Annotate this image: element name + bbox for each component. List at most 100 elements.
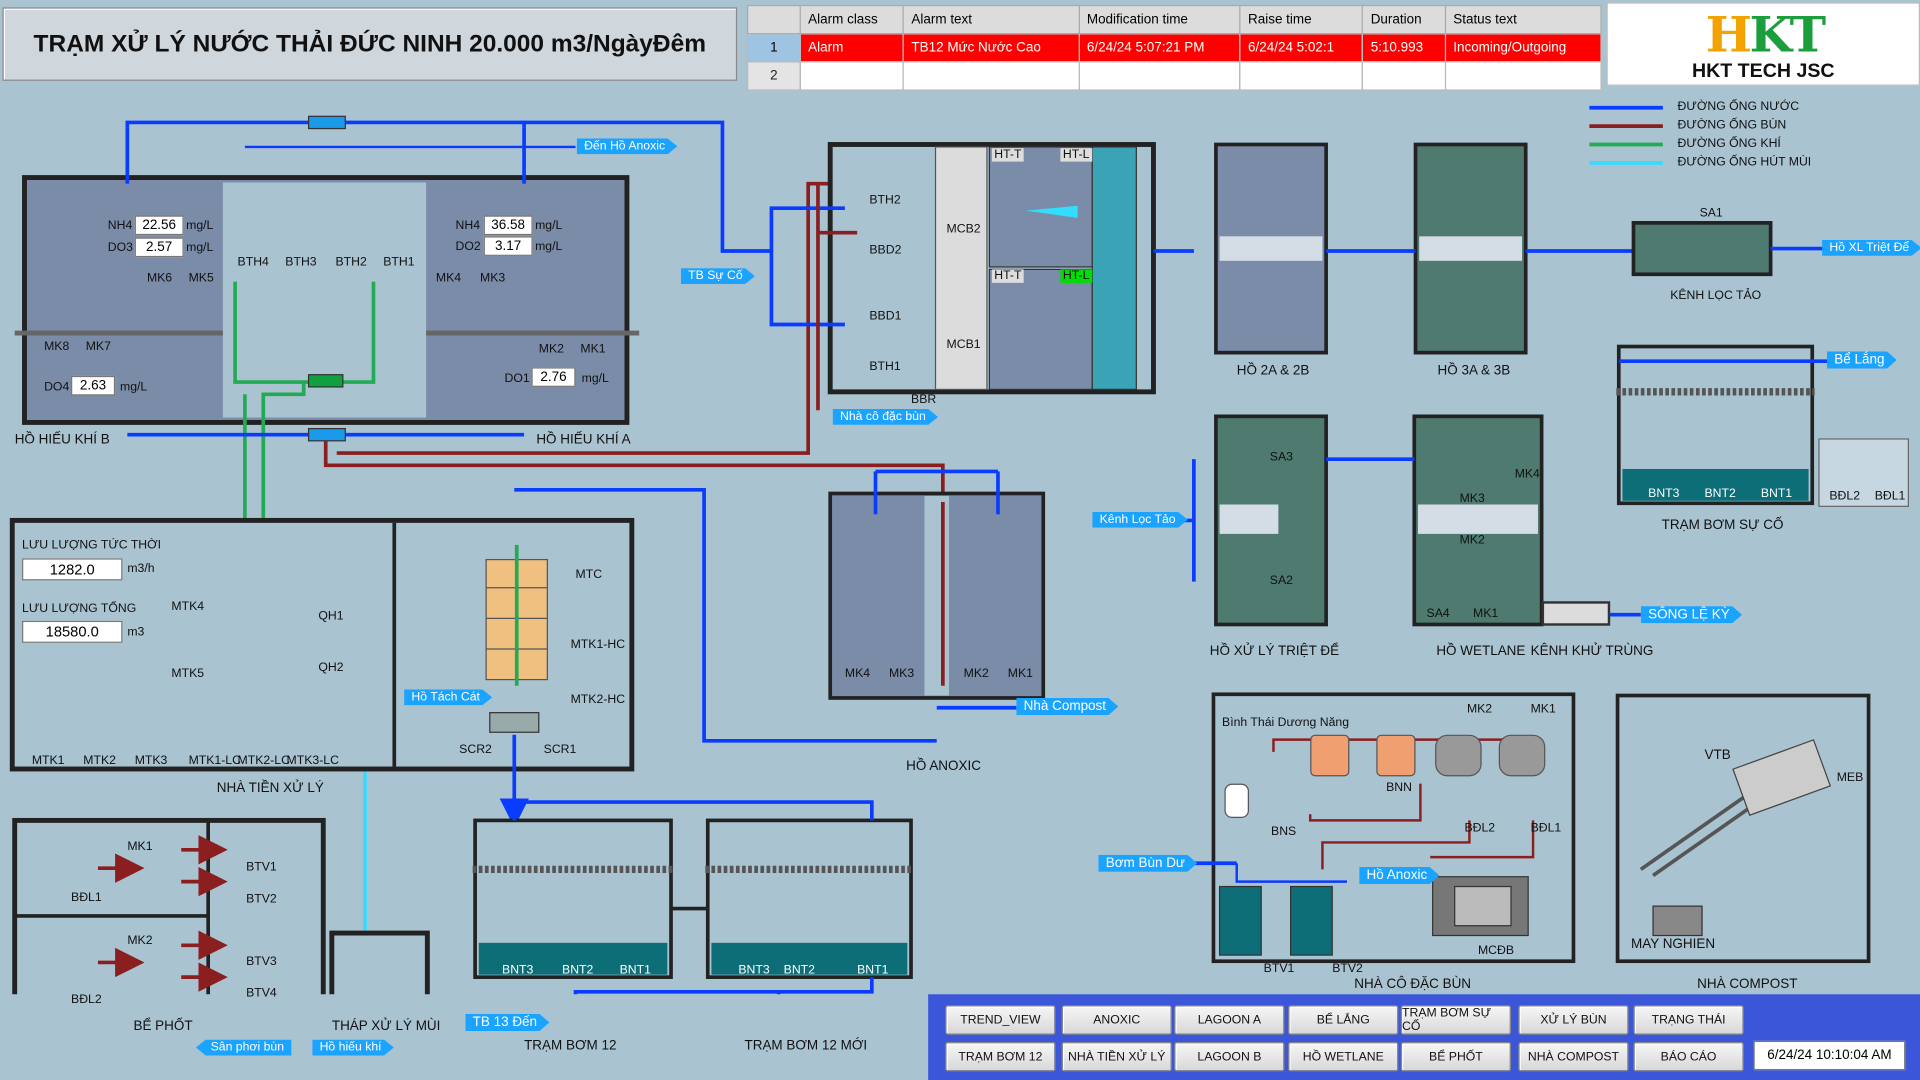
nav-bao-cao-button[interactable]: BÁO CÁO [1633, 1042, 1744, 1072]
valve-label[interactable]: BTV1 [246, 860, 277, 875]
bbr-label[interactable]: BBR [911, 393, 937, 407]
scraper-label[interactable]: MCB2 [946, 222, 981, 237]
crusher-label[interactable]: MAY NGHIEN [1631, 936, 1716, 952]
tag-bom-bun-du[interactable]: Bơm Bùn Dư [1098, 855, 1197, 872]
nav-trang-thai-button[interactable]: TRẠNG THÁI [1633, 1005, 1744, 1035]
blower-label[interactable]: MTK1-LC [188, 754, 241, 768]
bnn-label[interactable]: BNN [1386, 781, 1412, 795]
tag-ho-hieu-khi[interactable]: Hồ hiếu khí [312, 1040, 394, 1056]
aerator-label[interactable]: SA4 [1426, 607, 1450, 621]
pump-label[interactable]: BTH1 [383, 255, 415, 270]
blower-label[interactable]: MTK3-LC [286, 754, 339, 768]
mixer-label[interactable]: MK2 [963, 667, 989, 681]
tag-to-anoxic[interactable]: Đến Hồ Anoxic [577, 138, 678, 154]
blower-label[interactable]: MTK4 [171, 600, 205, 614]
mixer-label[interactable]: MK1 [1530, 702, 1556, 717]
pump-label[interactable]: BĐL2 [1829, 489, 1861, 504]
mixer-label[interactable]: MK2 [127, 934, 153, 948]
vtb-label[interactable]: VTB [1704, 748, 1731, 763]
tag-be-lang[interactable]: Bể Lắng [1827, 351, 1897, 368]
alarm-table[interactable]: Alarm class Alarm text Modification time… [746, 4, 1602, 91]
tag-nha-co-dac-bun[interactable]: Nhà cô đặc bùn [833, 409, 938, 425]
nav-lagoon-a-button[interactable]: LAGOON A [1174, 1005, 1285, 1035]
mixer-label[interactable]: MK2 [1459, 533, 1485, 548]
nav-be-phot-button[interactable]: BỂ PHỐT [1400, 1042, 1512, 1072]
valve-label[interactable]: BTV3 [246, 955, 277, 969]
valve-label[interactable]: BTV2 [1332, 962, 1363, 976]
pump-label[interactable]: BNT1 [1760, 487, 1793, 501]
pump-label[interactable]: BNT3 [738, 963, 770, 978]
nav-ho-wetlane-button[interactable]: HỒ WETLANE [1288, 1042, 1399, 1072]
tag-tb13-den[interactable]: TB 13 Đến [465, 1014, 549, 1031]
screen-label[interactable]: SCR1 [543, 743, 577, 757]
press-label[interactable]: MCĐB [1477, 944, 1515, 958]
tag-song-le-ky[interactable]: SÔNG LỆ KỲ [1641, 606, 1742, 623]
nav-tram-bom-12-button[interactable]: TRẠM BƠM 12 [945, 1042, 1056, 1072]
nav-be-lang-button[interactable]: BỂ LẮNG [1288, 1005, 1399, 1035]
tag-ho-anoxic[interactable]: Hồ Anoxic [1359, 867, 1439, 884]
mixer-label[interactable]: MK1 [127, 840, 153, 854]
blower-label[interactable]: MTK5 [171, 667, 205, 681]
nav-tram-bom-su-co-button[interactable]: TRẠM BƠM SỰ CỐ [1400, 1005, 1512, 1035]
tag-san-phoi-bun[interactable]: Sân phơi bùn [195, 1039, 292, 1056]
mixer-label[interactable]: MK1 [1473, 607, 1499, 621]
blower-label[interactable]: MTK3 [134, 754, 168, 768]
pump-label[interactable]: BĐL2 [71, 993, 102, 1007]
bns-label[interactable]: BNS [1271, 825, 1297, 839]
pump-label[interactable]: BTH2 [335, 255, 367, 270]
tag-kenh-loc-tao[interactable]: Kênh Lọc Tảo [1092, 512, 1188, 528]
nav-xu-ly-bun-button[interactable]: XỬ LÝ BÙN [1518, 1005, 1629, 1035]
mixer-label[interactable]: MK4 [1514, 467, 1540, 482]
aerator-label[interactable]: SA1 [1699, 206, 1723, 221]
blower-label[interactable]: MTK2 [83, 754, 116, 768]
mixer-label[interactable]: MK2 [1466, 702, 1493, 717]
pump-label[interactable]: BĐL1 [71, 891, 102, 905]
pump-label[interactable]: BNT1 [619, 963, 651, 978]
pump-label[interactable]: BĐL1 [1874, 489, 1906, 504]
fan-label[interactable]: QH2 [318, 661, 344, 675]
alarm-row[interactable]: 2 [746, 61, 1602, 91]
nav-trend-view-button[interactable]: TREND_VIEW [945, 1005, 1056, 1035]
valve-label[interactable]: BTV1 [1263, 962, 1295, 976]
motor-label[interactable]: MTC [575, 568, 603, 582]
pump-label[interactable]: BTH4 [237, 255, 269, 270]
pump-label[interactable]: BNT2 [783, 963, 815, 978]
mixer-label[interactable]: MK3 [888, 667, 915, 681]
blower-label[interactable]: MTK1 [31, 754, 65, 768]
tag-tb-su-co[interactable]: TB Sự Cố [681, 268, 755, 284]
valve-label[interactable]: BTV2 [246, 892, 277, 907]
pump-label[interactable]: BBD1 [869, 309, 902, 324]
pump-label[interactable]: BBD2 [869, 243, 902, 258]
scraper-label[interactable]: MCB1 [946, 337, 981, 352]
blower-label[interactable]: MTK2-LC [237, 754, 290, 768]
alarm-row[interactable]: 1 Alarm TB12 Mức Nước Cao 6/24/24 5:07:2… [746, 33, 1602, 63]
pump-label[interactable]: BTH1 [869, 360, 901, 374]
tag-ho-xl-triet-de[interactable]: Hồ XL Triệt Để [1822, 240, 1920, 256]
nav-lagoon-b-button[interactable]: LAGOON B [1174, 1042, 1285, 1072]
pump-label[interactable]: BNT3 [1648, 487, 1680, 501]
pump-label[interactable]: BNT3 [502, 963, 534, 978]
pump-label[interactable]: BĐL2 [1464, 821, 1496, 836]
blower-label[interactable]: MTK1-HC [570, 637, 626, 652]
pump-label[interactable]: BNT2 [562, 963, 594, 978]
fan-label[interactable]: QH1 [318, 609, 344, 624]
meb-label[interactable]: MEB [1836, 771, 1864, 785]
blower-label[interactable]: MTK2-HC [570, 693, 626, 707]
pump-label[interactable]: BĐL1 [1530, 821, 1562, 836]
aerator-label[interactable]: SA2 [1269, 574, 1293, 588]
pump-label[interactable]: BTH2 [869, 193, 901, 207]
mixer-label[interactable]: MK4 [844, 667, 871, 681]
pump-label[interactable]: BTH3 [285, 255, 317, 270]
valve-label[interactable]: BTV4 [246, 986, 277, 1001]
nav-nha-compost-button[interactable]: NHÀ COMPOST [1518, 1042, 1629, 1072]
screen-label[interactable]: SCR2 [459, 743, 492, 757]
mixer-label[interactable]: MK3 [1459, 492, 1485, 506]
aerator-label[interactable]: SA3 [1269, 450, 1293, 465]
pump-label[interactable]: BNT2 [1704, 487, 1736, 501]
pump-label[interactable]: BNT1 [857, 963, 889, 978]
nav-anoxic-button[interactable]: ANOXIC [1061, 1005, 1172, 1035]
nav-nha-tien-xu-ly-button[interactable]: NHÀ TIỀN XỬ LÝ [1061, 1042, 1172, 1072]
tag-ho-tach-cat[interactable]: Hồ Tách Cát [404, 689, 492, 705]
mixer-label[interactable]: MK1 [1007, 667, 1033, 681]
tag-nha-compost[interactable]: Nhà Compost [1016, 698, 1118, 715]
